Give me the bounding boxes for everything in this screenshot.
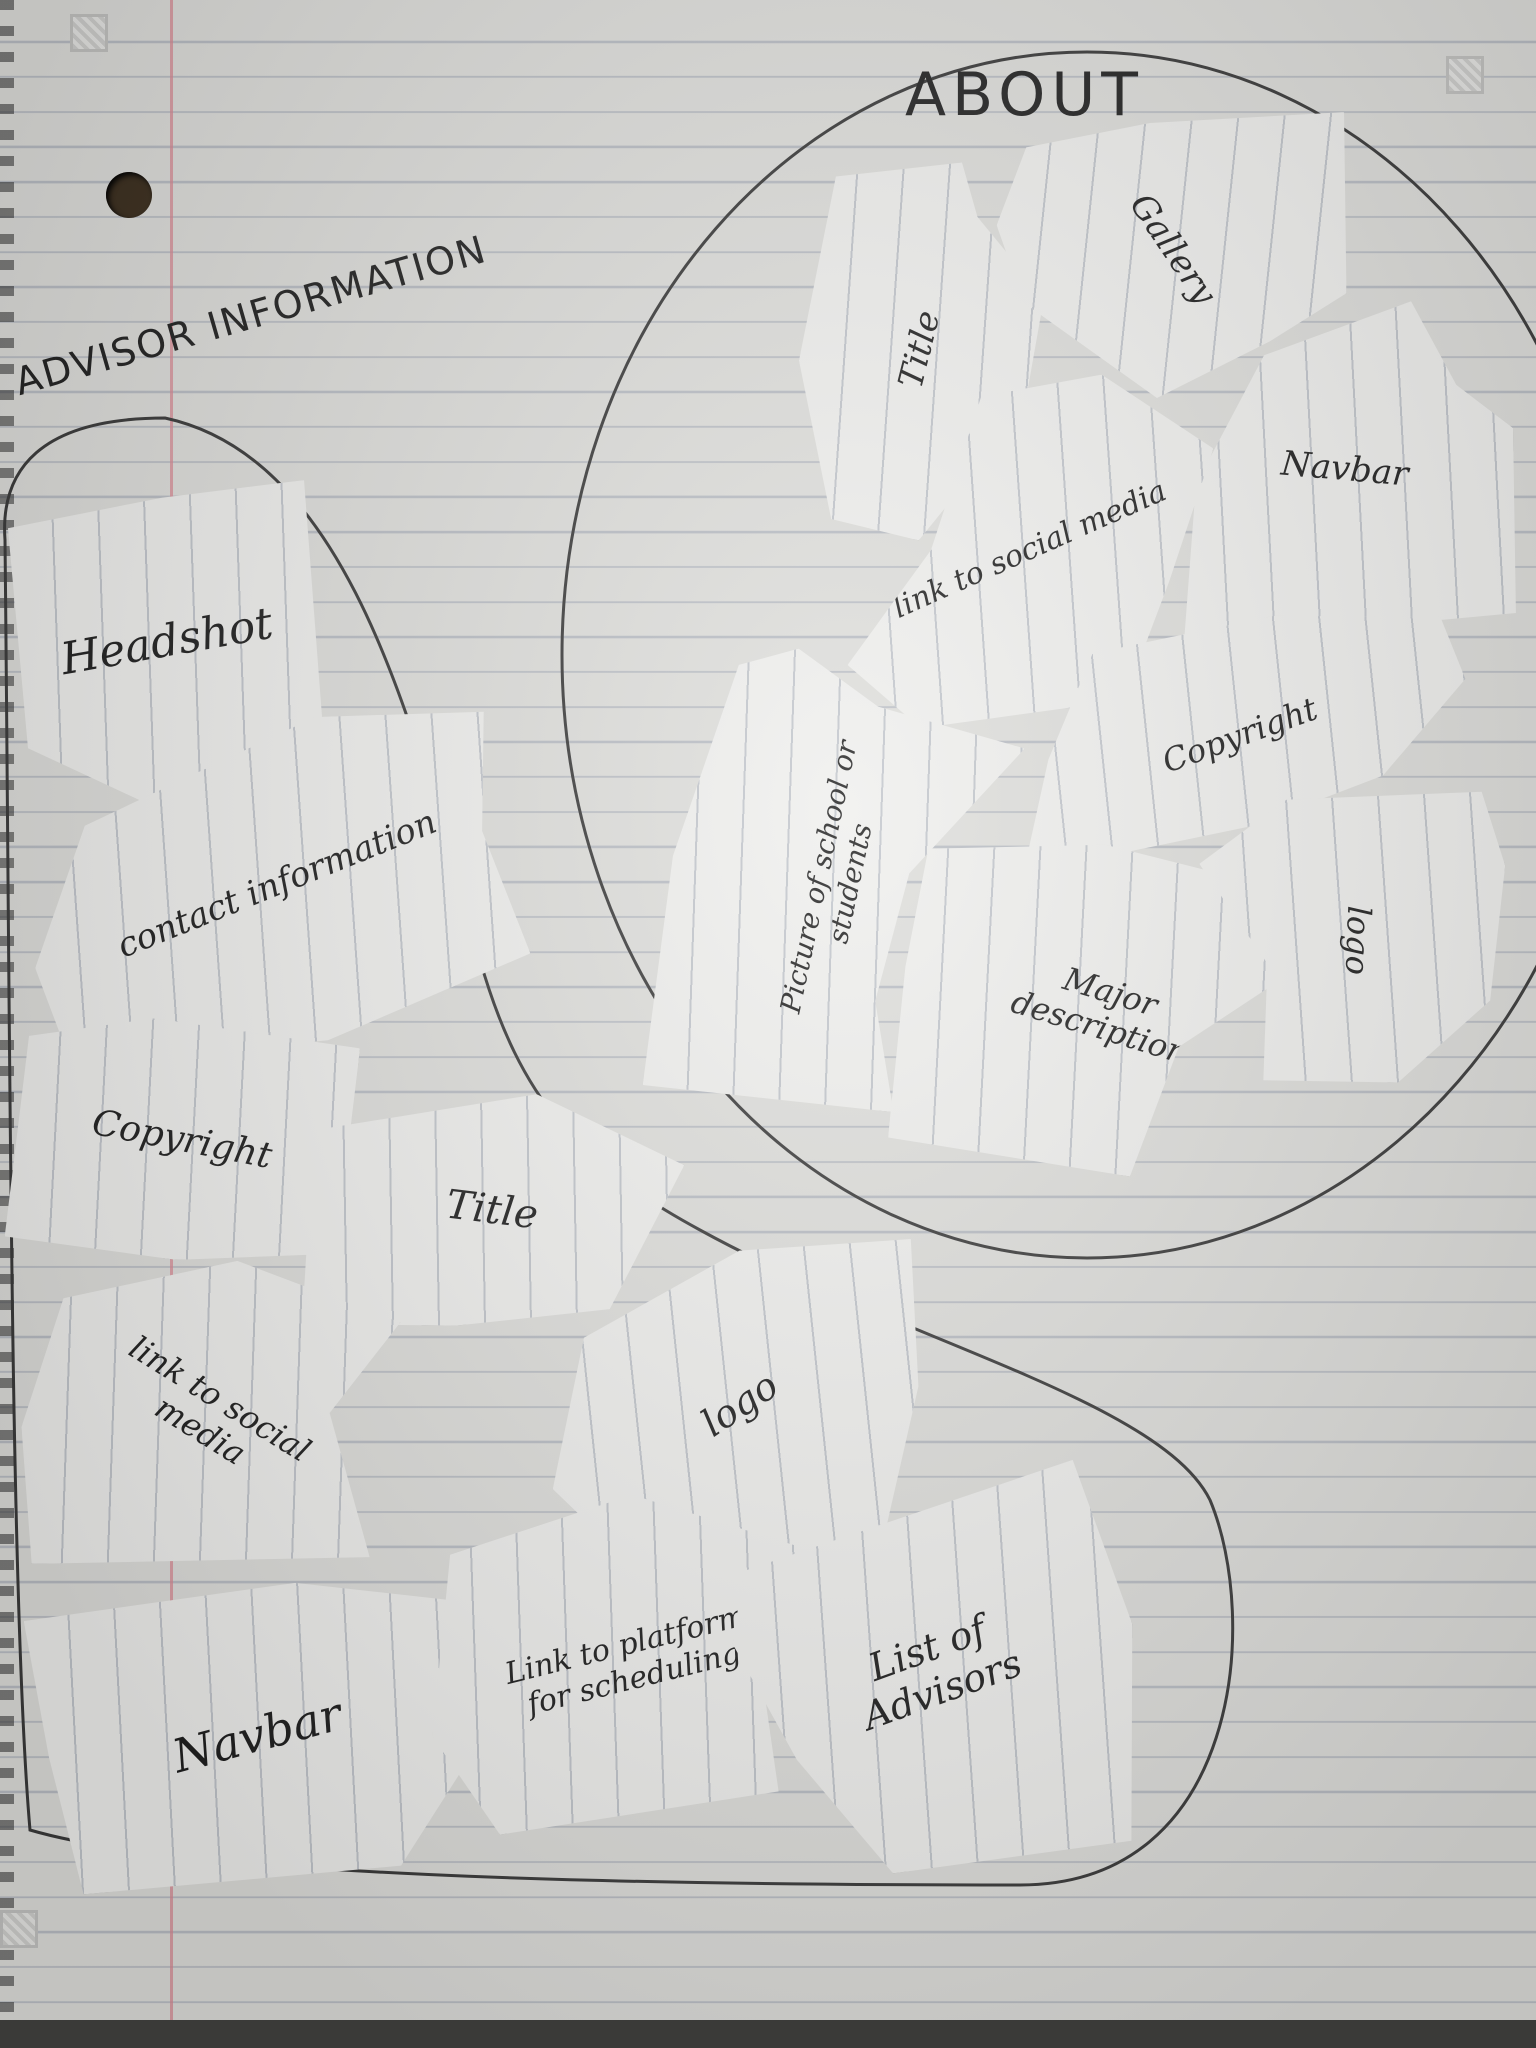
advisor-contact-label: contact information xyxy=(112,802,443,967)
advisor-logo-label: logo xyxy=(693,1363,786,1446)
advisor-list-label: List of Advisors xyxy=(856,1607,1028,1739)
advisor-outline xyxy=(3,416,1235,1887)
punch-hole xyxy=(106,172,152,218)
advisor-copyright-label: Copyright xyxy=(89,1102,276,1178)
spiral-binding xyxy=(0,0,14,2020)
advisor-headshot-label: Headshot xyxy=(57,598,277,686)
advisor-title-label: Title xyxy=(444,1181,541,1239)
advisor-navbar-label: Navbar xyxy=(167,1686,348,1783)
about-title-label: Title xyxy=(890,307,949,393)
advisor-copyright-scrap: Copyright xyxy=(4,1011,361,1269)
qr-marker-icon xyxy=(1446,56,1484,94)
about-copyright-label: Copyright xyxy=(1157,689,1323,781)
about-outline xyxy=(560,50,1536,1260)
advisor-social-label: link to social media xyxy=(122,1328,317,1473)
about-gallery-label: Gallery xyxy=(1121,186,1225,313)
about-heading: ABOUT xyxy=(905,60,1144,130)
advisor-scheduling-label: Link to platform for scheduling xyxy=(501,1598,750,1722)
about-navbar-label: Navbar xyxy=(1279,443,1411,495)
qr-marker-icon xyxy=(70,14,108,52)
qr-marker-icon xyxy=(0,1910,38,1948)
about-logo-label: logo xyxy=(1337,904,1379,976)
